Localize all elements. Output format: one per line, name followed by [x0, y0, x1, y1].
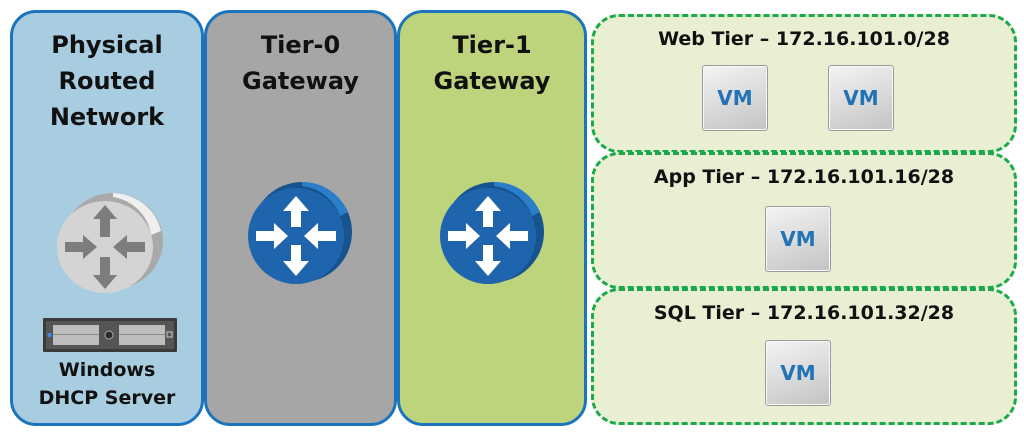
app-vm-1[interactable]: VM	[765, 206, 831, 272]
physical-routed-network-panel: Physical Routed Network Windows DHCP Ser…	[10, 10, 204, 426]
dhcp-server-icon	[43, 318, 177, 352]
tier0-router-icon	[248, 181, 352, 284]
tier0-gateway-panel: Tier-0 Gateway	[204, 10, 397, 426]
title-line: Routed	[58, 67, 156, 95]
tier1-gateway-panel: Tier-1 Gateway	[397, 10, 587, 426]
sql-tier-segment: SQL Tier – 172.16.101.32/28 VM	[591, 288, 1017, 425]
title-line: Physical	[51, 31, 163, 59]
title-line: Tier-0	[260, 31, 341, 59]
physical-router-icon	[57, 193, 163, 293]
title-line: Gateway	[433, 67, 551, 95]
sql-vm-1[interactable]: VM	[765, 340, 831, 406]
label-line: Windows	[58, 359, 156, 381]
sql-tier-title: SQL Tier – 172.16.101.32/28	[653, 302, 955, 324]
physical-network-title: Physical Routed Network	[13, 27, 201, 135]
label-line: DHCP Server	[38, 387, 176, 409]
title-line: Gateway	[242, 67, 359, 95]
app-tier-segment: App Tier – 172.16.101.16/28 VM	[591, 152, 1017, 289]
web-tier-title: Web Tier – 172.16.101.0/28	[658, 28, 950, 50]
title-line: Tier-1	[452, 31, 532, 59]
web-vm-2[interactable]: VM	[828, 65, 894, 131]
tier0-gateway-title: Tier-0 Gateway	[207, 27, 394, 99]
dhcp-server-label: Windows DHCP Server	[13, 356, 201, 412]
tier1-gateway-title: Tier-1 Gateway	[400, 27, 584, 99]
title-line: Network	[49, 103, 165, 131]
tier1-router-icon	[440, 181, 544, 284]
web-vm-1[interactable]: VM	[702, 65, 768, 131]
web-tier-segment: Web Tier – 172.16.101.0/28 VM VM	[591, 14, 1017, 153]
app-tier-title: App Tier – 172.16.101.16/28	[653, 166, 955, 188]
